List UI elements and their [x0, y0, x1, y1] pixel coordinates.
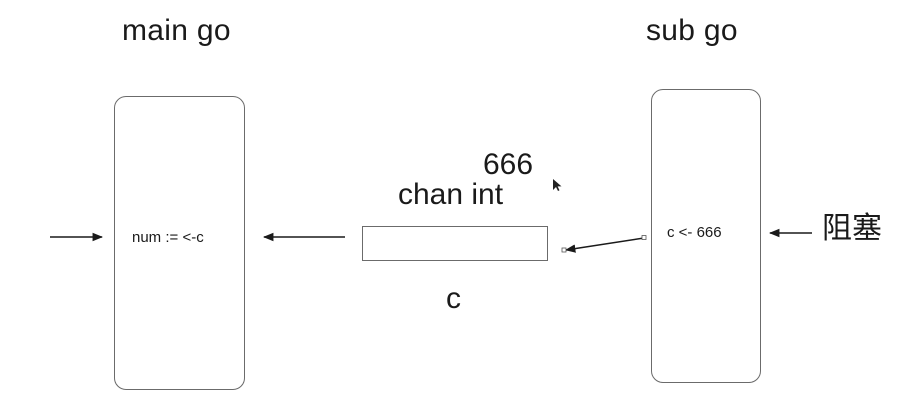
main-go-title: main go	[122, 14, 231, 47]
selection-handle-end	[561, 247, 567, 253]
sub-goroutine-box	[651, 89, 761, 383]
mouse-cursor-icon	[553, 179, 562, 191]
blocked-label: 阻塞	[822, 211, 882, 246]
sub-go-title: sub go	[646, 14, 738, 47]
channel-value-label: 666	[483, 148, 534, 181]
channel-buffer	[362, 226, 548, 261]
selection-handle-start	[641, 235, 647, 240]
channel-name-label: c	[446, 282, 461, 315]
main-receive-code: num := <-c	[132, 229, 204, 246]
sub-send-code: c <- 666	[667, 224, 722, 241]
channel-type-label: chan int	[398, 178, 504, 211]
arrow-sub-to-channel	[564, 237, 645, 253]
main-goroutine-box	[114, 96, 245, 390]
